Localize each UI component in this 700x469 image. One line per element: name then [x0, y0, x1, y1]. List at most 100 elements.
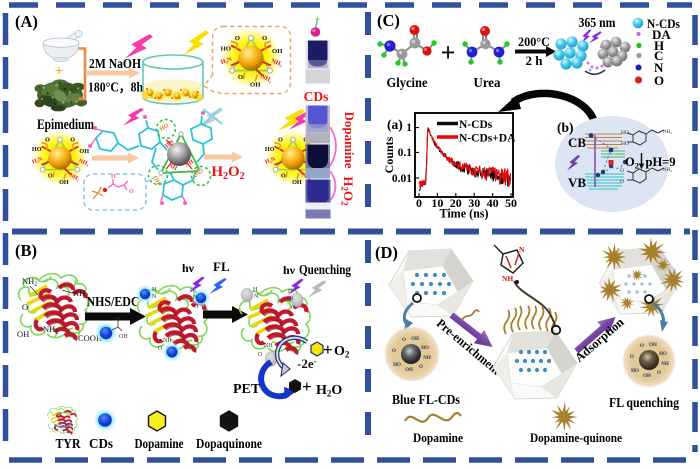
svg-text:OH: OH	[151, 175, 161, 186]
svg-text:(B): (B)	[15, 241, 37, 260]
svg-text:FL quenching: FL quenching	[609, 395, 679, 410]
svg-text:(D): (D)	[375, 243, 398, 262]
svg-text:NH2: NH2	[73, 288, 88, 300]
svg-text:H: H	[253, 287, 258, 293]
svg-text:HO: HO	[421, 346, 429, 351]
svg-text:(A): (A)	[15, 12, 38, 31]
svg-text:200°C: 200°C	[518, 34, 550, 49]
svg-text:NH: NH	[264, 343, 273, 349]
svg-text:0.01: 0.01	[392, 173, 412, 185]
svg-text:N: N	[289, 296, 294, 302]
svg-text:VB: VB	[568, 175, 586, 190]
svg-text:H: H	[111, 174, 116, 180]
svg-text:NHS/EDC: NHS/EDC	[87, 295, 140, 310]
svg-text:NH₂: NH₂	[663, 168, 672, 173]
svg-text:OH: OH	[649, 343, 657, 348]
svg-text:HO: HO	[659, 352, 667, 357]
svg-text:H2O2: H2O2	[211, 164, 244, 182]
svg-text:NH: NH	[502, 274, 513, 283]
svg-text:H2O: H2O	[316, 383, 342, 399]
svg-text:+: +	[323, 340, 333, 359]
svg-text:+: +	[441, 38, 456, 67]
svg-text:O: O	[620, 179, 624, 185]
svg-text:H2O2: H2O2	[340, 176, 357, 206]
svg-text:O: O	[657, 371, 661, 376]
svg-text:Dopaquinone: Dopaquinone	[196, 436, 262, 451]
svg-text:NH: NH	[163, 338, 172, 344]
svg-text:Counts: Counts	[382, 136, 396, 173]
svg-text:Dopamine: Dopamine	[413, 430, 463, 445]
svg-text:OH: OH	[411, 337, 419, 342]
svg-text:H: H	[654, 38, 664, 53]
svg-text:O: O	[630, 355, 634, 360]
svg-text:HO: HO	[393, 363, 401, 368]
svg-text:HO: HO	[621, 130, 629, 136]
svg-text:TYR: TYR	[56, 436, 81, 451]
svg-text:Quenching: Quenching	[299, 262, 351, 277]
svg-text:HO: HO	[631, 369, 639, 374]
svg-text:O: O	[291, 305, 296, 311]
svg-text:DA: DA	[652, 27, 671, 42]
svg-text:1: 1	[406, 122, 412, 134]
svg-text:NH2: NH2	[43, 324, 58, 336]
svg-text:NH: NH	[184, 159, 195, 169]
svg-text:0: 0	[416, 196, 422, 210]
svg-text:2M NaOH: 2M NaOH	[89, 56, 141, 71]
svg-text:CDs: CDs	[89, 436, 113, 451]
svg-text:O: O	[419, 365, 423, 370]
svg-text:OH: OH	[17, 329, 29, 339]
svg-text:O: O	[402, 338, 406, 343]
svg-text:N: N	[193, 295, 198, 301]
svg-text:40: 40	[487, 196, 499, 210]
svg-text:Dopamine: Dopamine	[342, 111, 357, 168]
svg-text:COOH: COOH	[78, 333, 102, 343]
svg-text:N-CDs+DA: N-CDs+DA	[459, 133, 516, 145]
svg-text:(C): (C)	[377, 11, 400, 30]
svg-text:180°C，8h: 180°C，8h	[88, 80, 143, 95]
svg-text:O: O	[258, 352, 263, 358]
svg-text:CDs: CDs	[304, 89, 329, 104]
svg-text:HO: HO	[621, 141, 629, 147]
svg-text:Blue FL-CDs: Blue FL-CDs	[392, 392, 460, 407]
svg-text:Glycine: Glycine	[387, 76, 428, 91]
svg-text:NH: NH	[661, 362, 669, 367]
svg-text:-2e-: -2e-	[297, 356, 317, 371]
svg-text:OH: OH	[193, 168, 203, 179]
svg-text:HO: HO	[159, 123, 170, 133]
svg-text:OH: OH	[119, 334, 128, 340]
svg-text:O: O	[116, 317, 121, 323]
svg-text:10: 10	[431, 196, 443, 210]
svg-text:N: N	[254, 294, 259, 300]
svg-text:20: 20	[450, 196, 462, 210]
svg-text:NH₂: NH₂	[663, 130, 672, 135]
svg-text:hν: hν	[182, 261, 195, 275]
svg-text:Time (ns): Time (ns)	[440, 206, 489, 221]
svg-text:N-CDs: N-CDs	[647, 16, 680, 31]
svg-text:(b): (b)	[557, 120, 574, 135]
svg-text:365 nm: 365 nm	[579, 15, 617, 30]
svg-text:50: 50	[505, 196, 517, 210]
svg-text:N-CDs: N-CDs	[459, 119, 493, 131]
svg-text:O: O	[654, 73, 664, 88]
svg-text:O: O	[158, 346, 163, 352]
svg-text:NH: NH	[167, 163, 178, 173]
svg-text:H: H	[152, 287, 157, 293]
svg-text:+: +	[302, 377, 312, 396]
svg-text:NH2: NH2	[22, 276, 37, 288]
svg-text:+: +	[55, 64, 64, 80]
svg-text:N: N	[654, 60, 664, 75]
svg-text:C: C	[654, 48, 663, 63]
svg-text:N: N	[519, 245, 525, 254]
svg-text:OH: OH	[405, 368, 413, 373]
svg-text:OH: OH	[643, 374, 651, 379]
svg-text:pH=9: pH=9	[646, 155, 676, 169]
svg-text:O: O	[620, 168, 624, 174]
svg-text:O: O	[129, 189, 134, 195]
svg-text:Urea: Urea	[474, 76, 501, 91]
svg-text:NH: NH	[423, 356, 431, 361]
svg-text:H: H	[190, 288, 195, 294]
svg-text:O: O	[194, 304, 199, 310]
svg-text:hν: hν	[283, 263, 296, 277]
svg-text:CB: CB	[568, 135, 586, 150]
svg-text:Epimedium: Epimedium	[37, 117, 94, 133]
